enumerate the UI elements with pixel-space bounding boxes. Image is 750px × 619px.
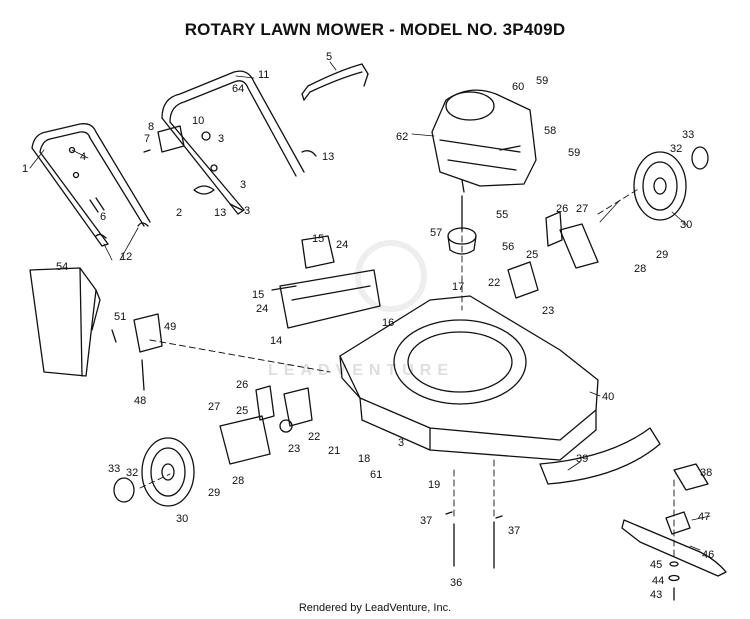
- handle-knobs: [143, 125, 317, 211]
- part-callout-c15a: 15: [312, 233, 324, 245]
- blade-adapter: [447, 195, 477, 255]
- part-callout-c57: 57: [430, 227, 442, 239]
- part-callout-c45: 45: [650, 559, 662, 571]
- deck-screws: [445, 511, 503, 569]
- part-callout-c33a: 33: [108, 463, 120, 475]
- part-callout-c24a: 24: [336, 239, 348, 251]
- part-callout-c21: 21: [328, 445, 340, 457]
- handle-pins: [95, 222, 149, 239]
- part-callout-c37a: 37: [420, 515, 432, 527]
- footer-credit: Rendered by LeadVenture, Inc.: [298, 602, 452, 614]
- part-callout-c13a: 13: [322, 151, 334, 163]
- part-callout-c47: 47: [698, 511, 710, 523]
- front-wheel: [141, 437, 195, 507]
- part-callout-c26b: 26: [556, 203, 568, 215]
- part-callout-c33b: 33: [682, 129, 694, 141]
- mower-deck: [339, 295, 599, 461]
- part-callout-c32b: 32: [670, 143, 682, 155]
- lower-handle: [31, 123, 151, 247]
- part-callout-c23a: 23: [288, 443, 300, 455]
- watermark-text: LEADVENTURE: [268, 362, 455, 379]
- diagram-title: ROTARY LAWN MOWER - MODEL NO. 3P409D: [184, 20, 566, 39]
- part-callout-c26a: 26: [236, 379, 248, 391]
- part-callout-c24b: 24: [256, 303, 268, 315]
- part-callout-c49: 49: [164, 321, 176, 333]
- rear-door-hinge: [111, 313, 163, 391]
- blade-bolt-stack: [668, 561, 680, 601]
- part-callout-c29b: 29: [656, 249, 668, 261]
- part-callout-c29a: 29: [208, 487, 220, 499]
- part-callout-c37b: 37: [508, 525, 520, 537]
- part-callout-c46: 46: [702, 549, 714, 561]
- part-callout-c32a: 32: [126, 467, 138, 479]
- part-callout-c25b: 25: [526, 249, 538, 261]
- part-callout-c36: 36: [450, 577, 462, 589]
- part-callout-c5: 5: [326, 51, 332, 63]
- mower-blade: [621, 463, 727, 577]
- part-callout-c30b: 30: [680, 219, 692, 231]
- part-callout-c54: 54: [56, 261, 68, 273]
- watermark-logo: [355, 240, 427, 312]
- part-callout-c6: 6: [100, 211, 106, 223]
- part-callout-c59a: 59: [536, 75, 548, 87]
- part-callout-c43: 43: [650, 589, 662, 601]
- blade-baffle: [539, 427, 661, 485]
- part-callout-c56: 56: [502, 241, 514, 253]
- part-callout-c4: 4: [80, 151, 86, 163]
- leader-lines: [29, 61, 711, 551]
- part-callout-c17: 17: [452, 281, 464, 293]
- control-bail: [301, 63, 369, 101]
- part-callout-c25a: 25: [236, 405, 248, 417]
- part-callout-c27a: 27: [208, 401, 220, 413]
- part-callout-c16: 16: [382, 317, 394, 329]
- part-callout-c61: 61: [370, 469, 382, 481]
- part-callout-c55: 55: [496, 209, 508, 221]
- part-callout-c51: 51: [114, 311, 126, 323]
- part-callout-c64: 64: [232, 83, 244, 95]
- part-callout-c22a: 22: [308, 431, 320, 443]
- part-callout-c58: 58: [544, 125, 556, 137]
- part-callout-c39: 39: [576, 453, 588, 465]
- height-adjuster-plate: [271, 235, 381, 329]
- part-callout-c44: 44: [652, 575, 664, 587]
- part-callout-c14: 14: [270, 335, 282, 347]
- part-callout-c1: 1: [22, 163, 28, 175]
- engine: [431, 89, 537, 193]
- part-callout-c2: 2: [176, 207, 182, 219]
- part-callout-c3a: 3: [218, 133, 224, 145]
- part-callout-c8: 8: [148, 121, 154, 133]
- part-callout-c18: 18: [358, 453, 370, 465]
- part-callout-c38: 38: [700, 467, 712, 479]
- part-callout-c23b: 23: [542, 305, 554, 317]
- part-callout-c10: 10: [192, 115, 204, 127]
- hub-caps: [113, 146, 709, 503]
- part-callout-c48: 48: [134, 395, 146, 407]
- part-callout-c7: 7: [144, 133, 150, 145]
- part-callout-c28b: 28: [634, 263, 646, 275]
- part-callout-c3b: 3: [240, 179, 246, 191]
- rear-wheel-bracket: [507, 211, 599, 299]
- part-callout-c19: 19: [428, 479, 440, 491]
- part-callout-c15b: 15: [252, 289, 264, 301]
- part-callout-c11: 11: [258, 69, 269, 81]
- part-callout-c59b: 59: [568, 147, 580, 159]
- part-callout-c13b: 13: [214, 207, 226, 219]
- part-callout-c3d: 3: [398, 437, 404, 449]
- assembly-centerlines: [139, 187, 675, 561]
- part-callout-c30a: 30: [176, 513, 188, 525]
- part-callout-c62: 62: [396, 131, 408, 143]
- front-wheel-bracket: [219, 385, 313, 465]
- part-callout-c22b: 22: [488, 277, 500, 289]
- part-callout-c40: 40: [602, 391, 614, 403]
- part-callout-c27b: 27: [576, 203, 588, 215]
- handle-bolts: [68, 146, 105, 213]
- part-callout-c60: 60: [512, 81, 524, 93]
- part-callout-c3c: 3: [244, 205, 250, 217]
- part-callout-c28a: 28: [232, 475, 244, 487]
- rear-wheel: [633, 151, 687, 221]
- part-callout-c12: 12: [120, 251, 132, 263]
- grass-deflector: [29, 267, 101, 377]
